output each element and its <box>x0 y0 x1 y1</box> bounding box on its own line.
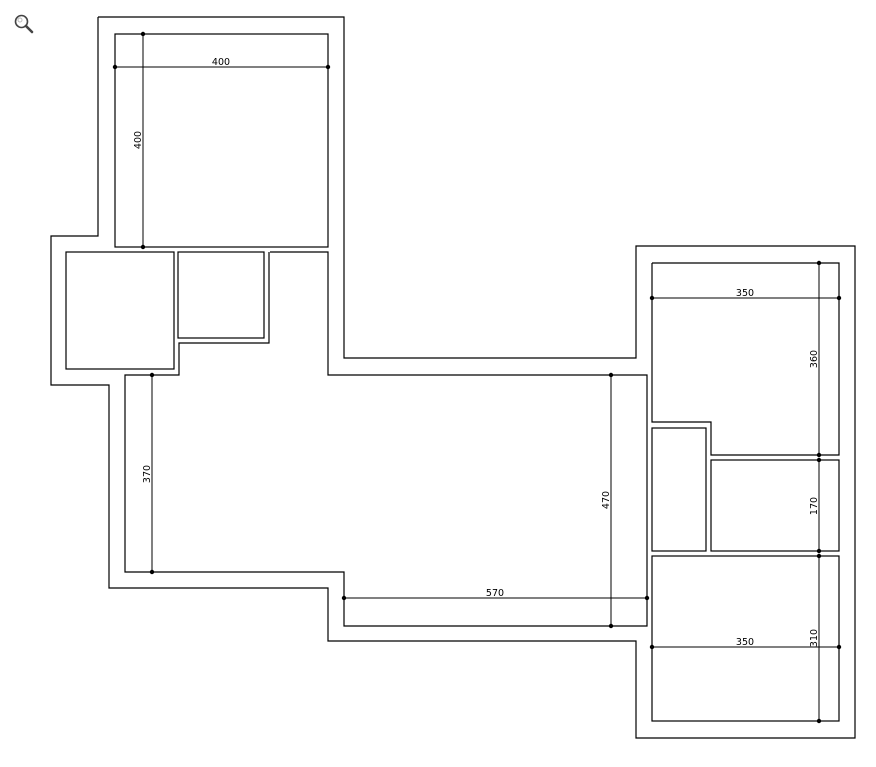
dimension-label: 570 <box>486 588 504 599</box>
room-left-small <box>65 251 175 370</box>
room-right-bottom <box>651 555 840 722</box>
dimension-label: 350 <box>736 288 754 299</box>
dimension-label: 170 <box>809 497 820 515</box>
room-top <box>114 33 329 248</box>
magnifier-icon <box>14 14 34 34</box>
dimension-top-room-height: 400 <box>133 31 146 250</box>
dimension-label: 400 <box>212 57 230 68</box>
dimension-right-top-width: 350 <box>649 288 842 301</box>
dimension-right-top-height: 360 <box>809 260 822 458</box>
dimension-label: 350 <box>736 637 754 648</box>
dimension-top-room-width: 400 <box>112 57 331 70</box>
dimension-right-middle-height: 170 <box>809 457 822 554</box>
outer-wall <box>50 16 856 739</box>
room-right-middle <box>710 459 840 552</box>
dimension-label: 370 <box>142 465 153 483</box>
dimension-right-bottom-width: 350 <box>649 637 842 650</box>
dimension-main-room-height: 470 <box>601 372 614 629</box>
dimension-right-bottom-height: 310 <box>809 553 822 724</box>
dimension-label: 470 <box>601 491 612 509</box>
room-right-closet <box>651 427 707 552</box>
room-closet <box>177 251 265 339</box>
dimension-left-room-height: 370 <box>142 372 155 575</box>
room-right-top <box>651 262 840 456</box>
corridor-inner-wall <box>124 251 648 627</box>
dimension-label: 400 <box>133 131 144 149</box>
dimension-label: 360 <box>809 350 820 368</box>
dimension-main-room-width: 570 <box>341 588 650 601</box>
zoom-button[interactable] <box>12 12 36 36</box>
dimension-label: 310 <box>809 629 820 647</box>
